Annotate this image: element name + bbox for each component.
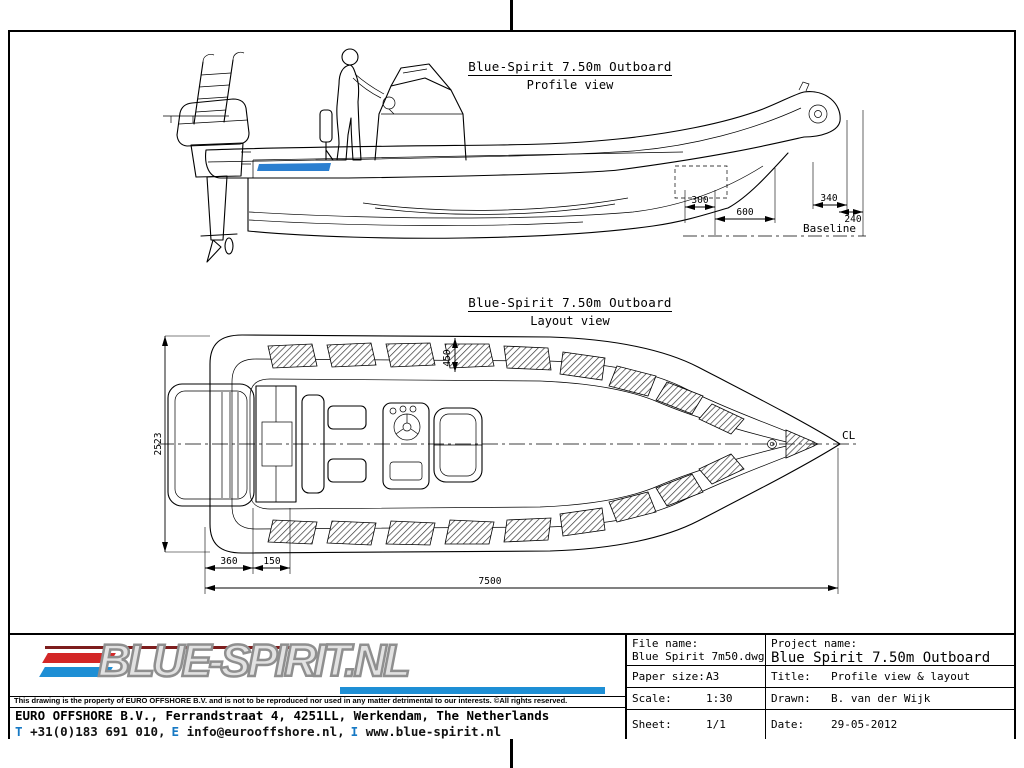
title-block-table: File name: Blue Spirit 7m50.dwg Project … bbox=[625, 635, 1014, 739]
file-name-value: Blue Spirit 7m50.dwg bbox=[632, 650, 765, 663]
dim-300-label: 300 bbox=[691, 195, 708, 206]
phone-value: +31(0)183 691 010, bbox=[30, 724, 166, 739]
steering-console bbox=[374, 63, 467, 161]
helmsman-figure bbox=[336, 48, 385, 161]
sheet-title-label: Title: bbox=[771, 670, 811, 683]
sheet-title-value: Profile view & layout bbox=[831, 670, 971, 683]
copyright-notice: This drawing is the property of EURO OFF… bbox=[10, 696, 625, 708]
file-name-label: File name: bbox=[632, 637, 699, 650]
profile-view-title: Blue-Spirit 7.50m Outboard Profile view bbox=[430, 56, 710, 92]
profile-view-drawing: 300 600 340 240 Baseline bbox=[163, 48, 866, 263]
layout-view-title: Blue-Spirit 7.50m Outboard Layout view bbox=[430, 292, 710, 328]
company-address: EURO OFFSHORE B.V., Ferrandstraat 4, 425… bbox=[15, 708, 550, 723]
dim-360-label: 360 bbox=[220, 556, 237, 567]
web-value[interactable]: www.blue-spirit.nl bbox=[365, 724, 502, 739]
title-block: BLUE-SPIRIT.NL This drawing is the prope… bbox=[10, 633, 1014, 739]
dim-2523-label: 2523 bbox=[153, 433, 164, 456]
console-topview bbox=[382, 402, 430, 490]
dim-340-label: 340 bbox=[820, 193, 837, 204]
layout-title-text: Blue-Spirit 7.50m Outboard bbox=[468, 295, 672, 312]
hull-profile bbox=[205, 81, 841, 239]
project-name-value: Blue Spirit 7.50m Outboard bbox=[771, 650, 991, 666]
date-label: Date: bbox=[771, 718, 805, 731]
profile-dimensions: 300 600 340 240 bbox=[684, 110, 864, 236]
centerline-label: CL bbox=[842, 429, 856, 442]
sheet-number-label: Sheet: bbox=[632, 718, 672, 731]
scale-label: Scale: bbox=[632, 692, 672, 705]
scale-value: 1:30 bbox=[706, 692, 733, 705]
sheet-number-value: 1/1 bbox=[706, 718, 726, 731]
leaning-post-seat bbox=[315, 109, 340, 161]
layout-view-drawing: CL 450 2523 360 150 7500 bbox=[153, 334, 856, 594]
scale-cell: Scale: 1:30 bbox=[627, 688, 766, 710]
drawn-by-label: Drawn: bbox=[771, 692, 811, 705]
profile-subtitle-text: Profile view bbox=[526, 78, 614, 92]
cockpit-furniture bbox=[327, 402, 777, 490]
stern-platform-ladder bbox=[167, 383, 325, 507]
paper-size-value: A3 bbox=[706, 670, 720, 683]
centerline: CL bbox=[158, 429, 856, 445]
stern-ladder bbox=[163, 51, 245, 125]
blue-spirit-logo: BLUE-SPIRIT.NL bbox=[39, 634, 615, 695]
profile-title-text: Blue-Spirit 7.50m Outboard bbox=[468, 59, 672, 76]
registration-mark-top bbox=[510, 0, 513, 30]
project-name-cell: Project name: Blue Spirit 7.50m Outboard bbox=[766, 635, 1014, 666]
web-prefix: I bbox=[350, 724, 359, 739]
email-prefix: E bbox=[171, 724, 180, 739]
company-contact: T +31(0)183 691 010, E info@eurooffshore.… bbox=[15, 724, 507, 739]
layout-subtitle-text: Layout view bbox=[530, 314, 610, 328]
hull-name-decal bbox=[257, 163, 331, 171]
baseline-label: Baseline bbox=[803, 222, 856, 235]
registration-mark-bottom bbox=[510, 738, 513, 768]
date-cell: Date: 29-05-2012 bbox=[766, 710, 1014, 739]
paper-size-cell: Paper size: A3 bbox=[627, 666, 766, 688]
dim-240-label: 240 bbox=[844, 214, 861, 225]
file-name-cell: File name: Blue Spirit 7m50.dwg bbox=[627, 635, 766, 666]
dim-7500-label: 7500 bbox=[479, 576, 502, 587]
logo-top-line bbox=[45, 646, 310, 649]
layout-dimensions: 450 2523 360 150 7500 bbox=[153, 335, 839, 594]
sheet-title-cell: Title: Profile view & layout bbox=[766, 666, 1014, 688]
baseline: Baseline bbox=[683, 222, 866, 237]
dim-150-label: 150 bbox=[263, 556, 280, 567]
outboard-motor bbox=[176, 98, 251, 263]
paper-size-label: Paper size: bbox=[632, 670, 705, 683]
logo-text: BLUE-SPIRIT.NL bbox=[97, 634, 412, 688]
sheet-number-cell: Sheet: 1/1 bbox=[627, 710, 766, 739]
date-value: 29-05-2012 bbox=[831, 718, 898, 731]
dim-450-label: 450 bbox=[442, 349, 453, 366]
project-name-label: Project name: bbox=[771, 637, 858, 650]
drawn-by-cell: Drawn: B. van der Wijk bbox=[766, 688, 1014, 710]
phone-prefix: T bbox=[15, 724, 23, 739]
title-block-left: BLUE-SPIRIT.NL This drawing is the prope… bbox=[10, 634, 625, 739]
dim-600-label: 600 bbox=[736, 207, 753, 218]
logo-underline bbox=[340, 687, 605, 694]
drawn-by-value: B. van der Wijk bbox=[831, 692, 931, 705]
email-value[interactable]: info@eurooffshore.nl, bbox=[186, 724, 345, 739]
